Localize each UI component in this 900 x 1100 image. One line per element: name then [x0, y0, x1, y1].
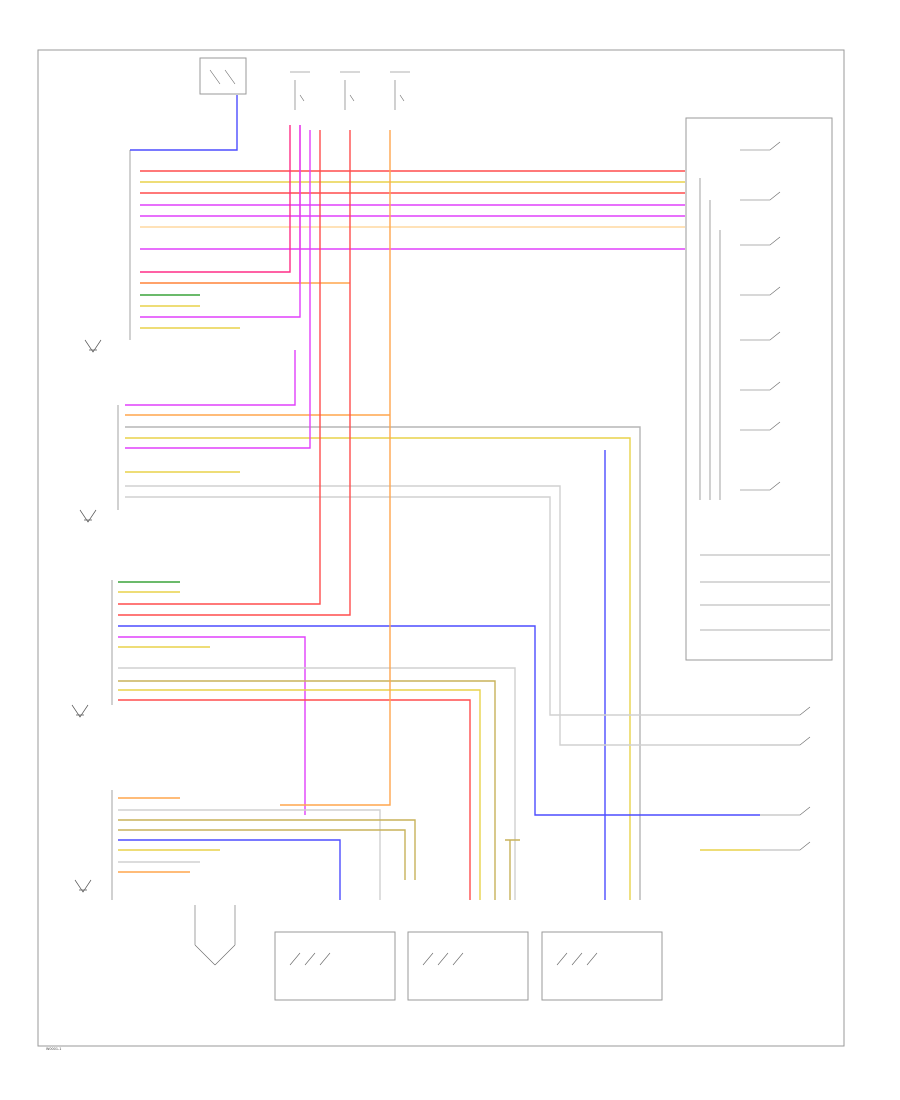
regulator-internals [289, 952, 598, 966]
rear-switch-bottom-left [194, 905, 236, 966]
right-front-window-regulator [407, 931, 529, 1001]
master-switch-panel [685, 117, 833, 661]
right-panel-switches [699, 141, 830, 631]
wire-group-top [130, 95, 685, 329]
top-switch-box [199, 57, 247, 95]
right-rear-window-regulator [274, 931, 396, 1001]
wire-group-lower [118, 130, 760, 900]
diagram-border [37, 49, 845, 1047]
right-external-switches [760, 706, 811, 851]
connector-bus-lines [111, 150, 131, 900]
top-switch-contacts [209, 69, 236, 85]
ground-symbols [71, 339, 102, 893]
wire-group-mid [125, 130, 760, 900]
wire-group-bottom [118, 130, 760, 900]
footer-code: W0001-1 [46, 1047, 61, 1051]
fuse-block [290, 71, 410, 110]
left-rear-window-regulator [541, 931, 663, 1001]
